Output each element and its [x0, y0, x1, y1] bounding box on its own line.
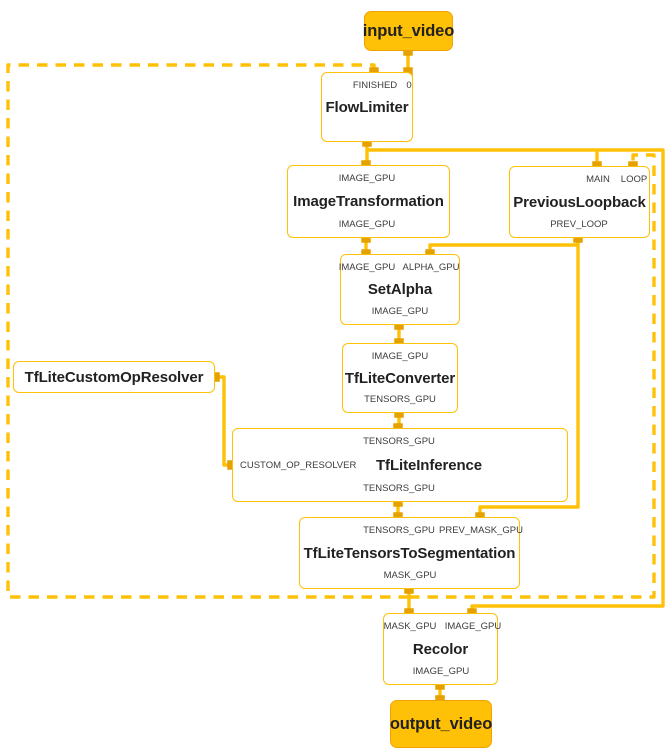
node-title: TfLiteCustomOpResolver	[24, 368, 204, 386]
input-port-label: TENSORS_GPU	[363, 436, 435, 447]
input-port-label: IMAGE_GPU	[338, 262, 396, 273]
input-port-label: LOOP	[620, 174, 648, 185]
node-title: ImageTransformation	[293, 193, 444, 210]
node-tflite-converter[interactable]: TfLiteConverter IMAGE_GPU TENSORS_GPU	[342, 343, 458, 413]
node-title: PreviousLoopback	[513, 193, 646, 211]
port-connector	[393, 497, 403, 507]
node-tflite-custom-op-resolver[interactable]: TfLiteCustomOpResolver	[13, 361, 215, 393]
node-title: TfLiteConverter	[344, 369, 456, 387]
node-input-video[interactable]: input_video	[362, 11, 455, 51]
input-port-label: ALPHA_GPU	[402, 262, 460, 273]
node-title: TfLiteInference	[375, 456, 483, 474]
node-title: TfLiteTensorsToSegmentation	[303, 544, 516, 562]
port-connector	[435, 680, 445, 690]
input-port-label: MAIN	[586, 174, 610, 185]
output-port-label: TENSORS_GPU	[363, 483, 435, 494]
port-connector	[403, 46, 413, 56]
port-connector	[361, 233, 371, 243]
node-recolor[interactable]: Recolor MASK_GPU IMAGE_GPU IMAGE_GPU	[383, 613, 501, 685]
output-port-label: IMAGE_GPU	[338, 219, 396, 230]
output-port-label: PREV_LOOP	[550, 219, 608, 230]
output-port-label: TENSORS_GPU	[364, 394, 436, 405]
edge-resolver-to-tflite-inference	[215, 375, 232, 467]
input-port-label: FINISHED	[352, 80, 398, 91]
input-port-label: IMAGE_GPU	[338, 173, 396, 184]
node-title: FlowLimiter	[325, 98, 409, 116]
node-title: SetAlpha	[367, 281, 433, 298]
node-title: output_video	[389, 714, 493, 733]
node-output-video[interactable]: output_video	[390, 700, 492, 748]
node-flow-limiter[interactable]: FlowLimiter FINISHED 0	[321, 72, 413, 142]
node-tflite-tensors-to-segmentation[interactable]: TfLiteTensorsToSegmentation TENSORS_GPU PR…	[299, 517, 523, 589]
output-port-label: IMAGE_GPU	[371, 306, 429, 317]
side-port-label: CUSTOM_OP_RESOLVER	[240, 459, 357, 471]
input-port-label: IMAGE_GPU	[444, 621, 502, 632]
node-title: Recolor	[412, 640, 469, 658]
node-title: input_video	[362, 21, 455, 40]
edge-prev-loop-to-segmentation-prev-mask	[478, 238, 580, 517]
edge-mask-backedge-to-previous-loopback-loop	[409, 153, 656, 599]
port-connector	[404, 584, 414, 594]
output-port-label: IMAGE_GPU	[412, 666, 470, 677]
node-previous-loopback[interactable]: PreviousLoopback MAIN LOOP PREV_LOOP	[509, 166, 650, 238]
input-port-label: PREV_MASK_GPU	[439, 525, 523, 536]
port-connector	[362, 137, 372, 147]
input-port-label: 0	[406, 80, 412, 91]
output-port-label: MASK_GPU	[383, 570, 437, 581]
input-port-label: TENSORS_GPU	[363, 525, 435, 536]
port-connector	[394, 320, 404, 330]
input-port-label: IMAGE_GPU	[371, 351, 429, 362]
edge-prev-loop-to-set-alpha-alpha	[428, 243, 578, 254]
port-connector	[394, 408, 404, 418]
input-port-label: MASK_GPU	[383, 621, 437, 632]
port-connector	[210, 372, 220, 382]
port-connector	[573, 233, 583, 243]
